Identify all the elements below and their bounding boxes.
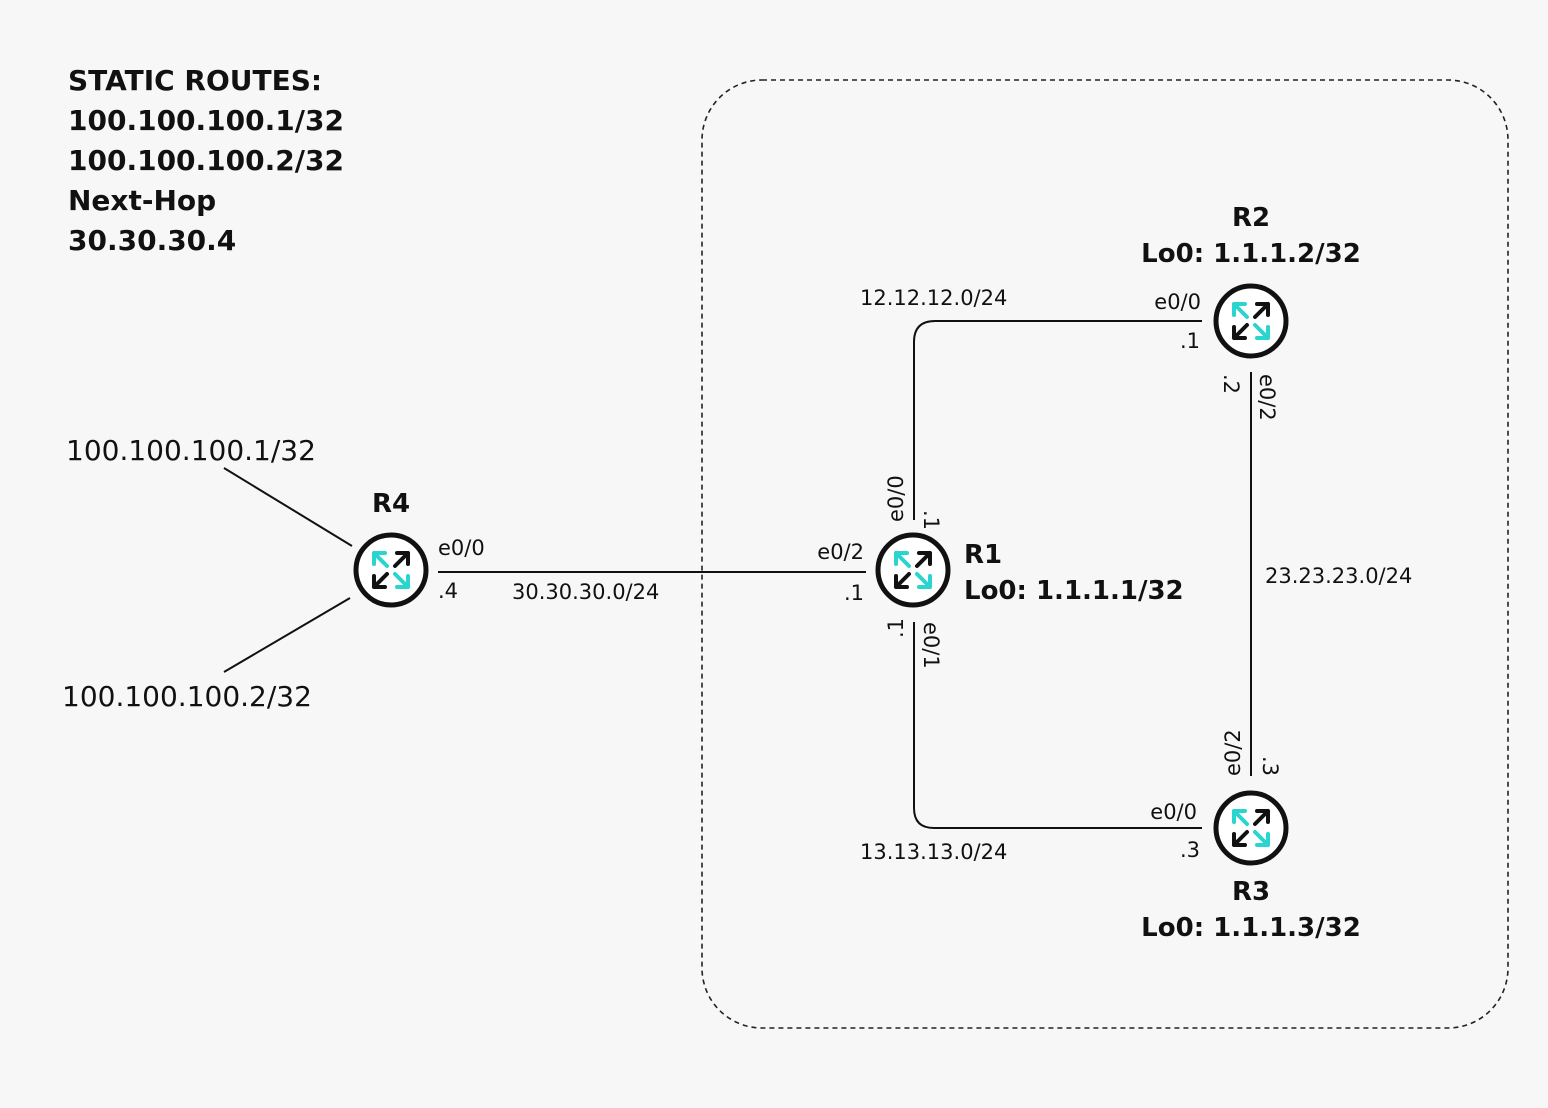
r2-e0-0-interface-label: e0/0 [1154,290,1201,314]
r3-e0-0-ip-label: .3 [1180,838,1200,862]
r4-interface-label: e0/0 [438,536,485,560]
subnet-r1-r2: 12.12.12.0/24 [860,286,1007,310]
r1-e0-2-ip-label: .1 [844,581,864,605]
r3-e0-2-interface-label: e0/2 [1221,729,1245,776]
stub-network-1: 100.100.100.1/32 [66,434,316,467]
router-r2-name: R2 [1232,203,1270,233]
static-route-line: 100.100.100.2/32 [68,144,344,177]
r4-ip-label: .4 [438,579,458,603]
r3-e0-0-interface-label: e0/0 [1150,800,1197,824]
r1-e0-0-interface-label: e0/0 [884,475,908,522]
r2-e0-2-ip-label: .2 [1219,374,1243,394]
next-hop-label: Next-Hop [68,184,216,217]
r1-e0-2-interface-label: e0/2 [817,540,864,564]
subnet-r2-r3: 23.23.23.0/24 [1265,564,1412,588]
r1-e0-0-ip-label: .1 [919,510,943,530]
router-r3-name: R3 [1232,877,1270,907]
stub-network-2: 100.100.100.2/32 [62,680,312,713]
subnet-r4-r1: 30.30.30.0/24 [512,580,659,604]
r2-e0-2-interface-label: e0/2 [1255,374,1279,421]
r2-e0-0-ip-label: .1 [1180,329,1200,353]
r3-e0-2-ip-label: .3 [1258,756,1282,776]
router-r4-name: R4 [372,489,410,519]
router-r2[interactable] [1213,283,1289,359]
router-r4[interactable] [353,532,429,608]
router-r1-loopback: Lo0: 1.1.1.1/32 [964,576,1184,606]
static-route-line: 100.100.100.1/32 [68,104,344,137]
subnet-r1-r3: 13.13.13.0/24 [860,840,1007,864]
router-r1-name: R1 [964,540,1002,570]
next-hop-address: 30.30.30.4 [68,224,236,257]
static-routes-title: STATIC ROUTES: [68,64,322,97]
router-r3[interactable] [1213,790,1289,866]
router-r2-loopback: Lo0: 1.1.1.2/32 [1141,239,1361,269]
stub-link-2 [223,597,351,673]
link-r1-r2 [913,320,1202,520]
router-r3-loopback: Lo0: 1.1.1.3/32 [1141,913,1361,943]
r1-e0-1-interface-label: e0/1 [919,622,943,669]
router-r1[interactable] [875,532,951,608]
r1-e0-1-ip-label: .1 [884,618,908,638]
routing-domain-boundary [701,79,1509,1029]
stub-link-1 [223,467,353,547]
static-routes-note: STATIC ROUTES: 100.100.100.1/32 100.100.… [68,64,344,257]
link-r1-r3 [913,622,1202,829]
